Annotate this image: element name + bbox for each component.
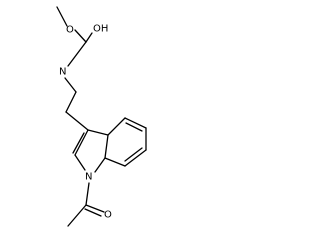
bond-c3-c3a xyxy=(87,129,109,136)
bond-c3a-c7a xyxy=(104,134,109,159)
bond-c7-c7a xyxy=(104,157,126,167)
bond-c3a-c4 xyxy=(107,117,126,136)
chemical-structure: O OH N N O xyxy=(56,6,147,227)
bond-c6-c7-double xyxy=(124,147,143,162)
methoxy-oxygen-label: O xyxy=(66,25,74,36)
bond-n-ch2 xyxy=(64,77,77,93)
bond-carbonyl-n xyxy=(67,41,87,67)
bond-methyl-o xyxy=(56,6,68,27)
bond-n1-c7a xyxy=(94,157,106,173)
bond-ch2-c3 xyxy=(65,111,89,131)
indole-nitrogen-label: N xyxy=(85,172,92,183)
bond-o-carbonyl xyxy=(74,29,87,43)
bond-c2-n1 xyxy=(74,154,86,171)
bond-c4-c5 xyxy=(124,117,147,129)
bond-c4-c5-double xyxy=(125,122,143,132)
amide-nitrogen-label: N xyxy=(59,67,66,78)
bond-acetyl-o-double xyxy=(84,208,102,217)
hydroxyl-label: OH xyxy=(93,24,108,35)
bonds xyxy=(56,6,147,227)
bond-carbonyl-oh xyxy=(85,32,93,43)
bond-n1-acetyl xyxy=(85,182,90,206)
bond-acetyl-o xyxy=(85,204,105,213)
bond-c3-c2 xyxy=(74,129,89,156)
bond-acetyl-methyl xyxy=(67,204,87,227)
bond-ch2-ch2 xyxy=(65,91,77,113)
atom-labels: O OH N N O xyxy=(59,24,112,221)
bond-c6-c7 xyxy=(124,149,147,167)
acetyl-oxygen-label: O xyxy=(104,210,112,221)
bond-c3-c2-double xyxy=(72,132,85,154)
